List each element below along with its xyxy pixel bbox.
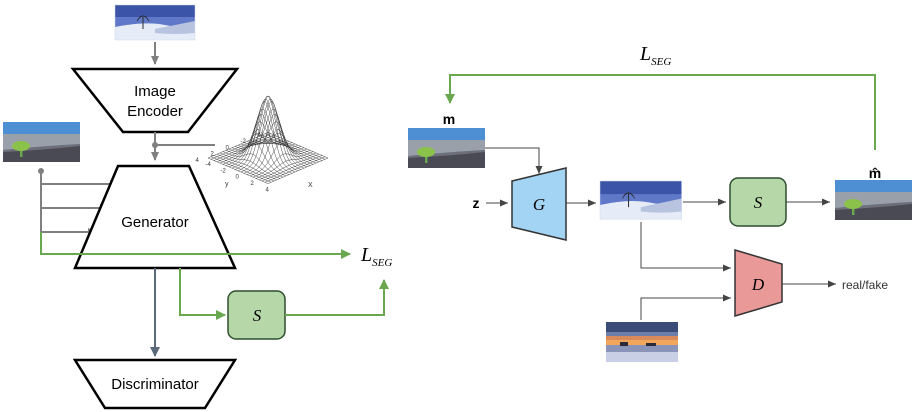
gaussian-axis-x: X [308, 182, 313, 189]
encoder-label-line1: Image [134, 83, 176, 100]
input-image-top [114, 4, 196, 41]
gaussian-mesh-col [261, 155, 323, 182]
right-loss-label: LSEG [639, 43, 671, 68]
left-loss-label: LSEG [360, 244, 392, 269]
mask-label: m [443, 111, 455, 127]
mask-hat-label: m̂ [869, 165, 881, 181]
gaussian-mesh-col [267, 157, 329, 184]
gaussian-mesh-col [222, 138, 284, 165]
arrow-generator-to-seg [179, 268, 226, 320]
input-mask-right [408, 128, 485, 168]
gaussian-surface-plot [207, 95, 329, 184]
disc-D-label: D [751, 275, 765, 294]
generator-block [73, 164, 237, 270]
gaussian-mesh-col [210, 133, 272, 160]
image-encoder-block [70, 67, 240, 134]
gaussian-mesh-col [237, 95, 299, 172]
gaussian-tick-x: -4 [206, 162, 212, 168]
arrow-real-to-D [640, 294, 731, 320]
gaussian-mesh-row [240, 98, 302, 170]
gaussian-tick-y: 0 [226, 145, 230, 151]
generator-label: Generator [121, 214, 189, 231]
gaussian-mesh-col [240, 101, 302, 173]
gaussian-mesh-col [234, 98, 296, 170]
discriminator-block [72, 358, 238, 410]
gaussian-mesh-col [243, 113, 305, 174]
gaussian-tick-x: 0 [236, 175, 240, 181]
discriminator-D-block [734, 248, 783, 318]
arrow-mask-to-loss [40, 232, 351, 259]
gaussian-mesh-col [207, 132, 269, 159]
gaussian-tick-y: 4 [196, 158, 200, 164]
noise-label: z [473, 195, 480, 211]
generator-G-block [511, 167, 567, 241]
gaussian-axis-y: y [225, 181, 229, 188]
discriminator-label: Discriminator [111, 376, 199, 393]
real-image [606, 322, 678, 362]
encoder-label-line2: Encoder [127, 103, 183, 120]
gaussian-mesh-col [249, 143, 311, 177]
gen-G-label: G [533, 195, 545, 214]
gaussian-mesh-col [255, 152, 317, 179]
gaussian-mesh-col [264, 156, 326, 183]
gaussian-tick-y: -4 [256, 133, 262, 139]
arrow-seg-to-loss [285, 279, 389, 316]
gaussian-mesh-col [258, 153, 320, 181]
left-seg-label: S [253, 306, 262, 325]
gaussian-mesh-col [252, 151, 314, 178]
arrow-image-to-D [640, 222, 731, 272]
predicted-mask [835, 180, 912, 220]
output-label: real/fake [842, 278, 888, 292]
generated-image [599, 180, 683, 220]
arrow-loss-loop [445, 74, 876, 150]
gaussian-mesh-col [246, 129, 308, 175]
gaussian-tick-labels: -4 -2 0 2 4 4 2 0 -2 -4 [196, 133, 270, 194]
gaussian-tick-x: 2 [251, 181, 255, 187]
input-mask-left [3, 122, 80, 162]
right-seg-label: S [754, 193, 763, 212]
gaussian-tick-x: -2 [221, 168, 227, 174]
gaussian-tick-y: 2 [211, 152, 215, 158]
gaussian-mesh-col [231, 108, 293, 169]
gaussian-tick-y: -2 [241, 139, 247, 145]
arrow-mask-to-G [485, 147, 543, 174]
gaussian-tick-x: 4 [266, 188, 270, 194]
gaussian-mesh-col [213, 134, 275, 161]
